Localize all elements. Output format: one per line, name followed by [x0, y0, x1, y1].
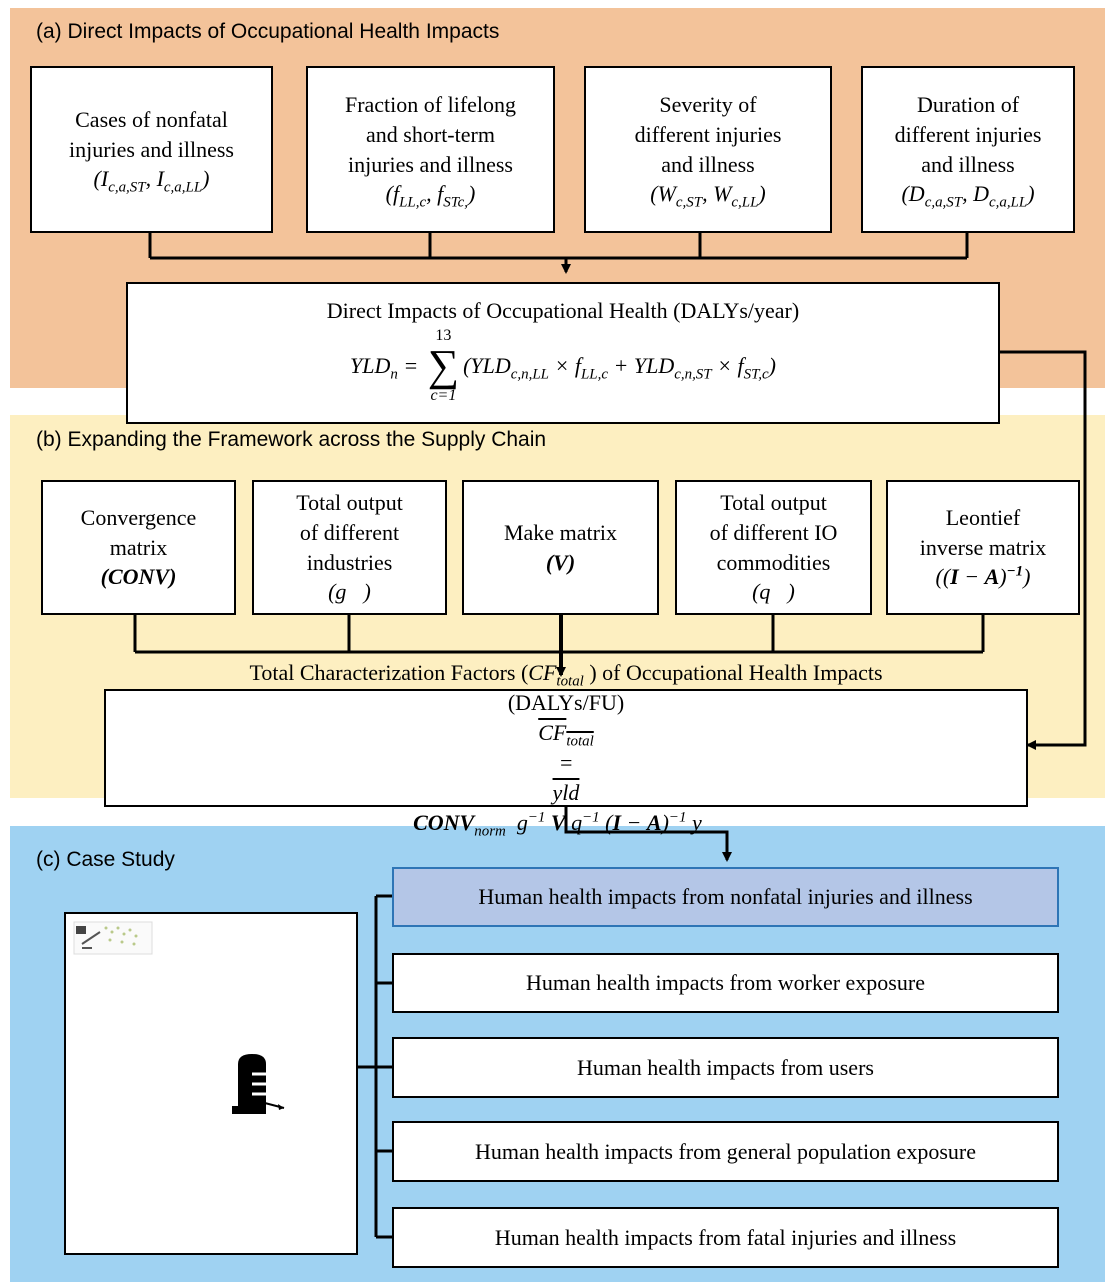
input-total-output-commodities: Total output of different IO commodities…	[675, 480, 872, 615]
total-cf-title: Total Characterization Factors (CFtotal …	[249, 660, 883, 690]
input-label: Severity of	[659, 91, 757, 117]
input-label: injuries and illness	[69, 136, 234, 162]
input-leontief-inverse: Leontief inverse matrix ((I − A)−1)	[886, 480, 1080, 615]
input-total-output-industries: Total output of different industries (g⃗…	[252, 480, 447, 615]
input-label: Leontief	[945, 504, 1021, 530]
input-label: Total output	[296, 489, 403, 515]
total-cf-formula: CFtotal = yld CONVnorm g−1 V q−1 (I − A)…	[413, 720, 719, 840]
input-label: injuries and illness	[348, 151, 513, 177]
input-duration: Duration of different injuries and illne…	[861, 66, 1075, 233]
input-symbol: (V)	[545, 549, 576, 575]
input-label: different injuries	[894, 121, 1042, 147]
input-label: and illness	[661, 151, 755, 177]
input-label: Total output	[720, 489, 827, 515]
direct-impacts-formula: YLDn = 13 ∑ c=1 (YLDc,n,LL × fLL,c + YLD…	[350, 326, 776, 404]
input-label: Duration of	[916, 91, 1020, 117]
total-cf-unit: (DALYs/FU)	[507, 690, 625, 716]
input-convergence-matrix: Convergence matrix (CONV)	[41, 480, 236, 615]
input-label: Fraction of lifelong	[344, 91, 517, 117]
input-label: matrix	[109, 534, 168, 560]
output-worker-exposure: Human health impacts from worker exposur…	[392, 953, 1059, 1013]
case-study-image	[64, 912, 358, 1255]
total-cf-box: Total Characterization Factors (CFtotal …	[104, 660, 1028, 839]
direct-impacts-box: Direct Impacts of Occupational Health (D…	[126, 282, 1000, 424]
sum-lower-limit: c=1	[430, 386, 457, 404]
input-label: Cases of nonfatal	[75, 106, 228, 132]
output-nonfatal-injuries: Human health impacts from nonfatal injur…	[392, 867, 1059, 927]
input-symbol: (Ic,a,ST, Ic,a,LL)	[93, 166, 210, 196]
output-general-population: Human health impacts from general popula…	[392, 1121, 1059, 1182]
sum-upper-limit: 13	[435, 326, 452, 344]
input-label: of different IO	[709, 519, 838, 545]
input-fraction-lifelong: Fraction of lifelong and short-term inju…	[306, 66, 555, 233]
input-label: commodities	[716, 549, 831, 575]
section-a-title: (a) Direct Impacts of Occupational Healt…	[36, 20, 500, 43]
section-c-title: (c) Case Study	[36, 848, 175, 871]
input-symbol: (g⃗)	[328, 579, 371, 605]
input-label: Convergence	[80, 504, 197, 530]
input-symbol: (q⃗)	[752, 579, 795, 605]
input-symbol: (fLL,c, fSTc,)	[385, 181, 476, 211]
section-b-title: (b) Expanding the Framework across the S…	[36, 428, 547, 451]
input-severity: Severity of different injuries and illne…	[584, 66, 832, 233]
input-label: of different	[299, 519, 400, 545]
input-label: industries	[306, 549, 393, 575]
input-cases-nonfatal: Cases of nonfatal injuries and illness (…	[30, 66, 273, 233]
sum-sign-icon: ∑	[427, 340, 460, 390]
input-make-matrix: Make matrix (V)	[462, 480, 659, 615]
input-label: Make matrix	[503, 519, 618, 545]
input-label: different injuries	[634, 121, 782, 147]
output-users: Human health impacts from users	[392, 1037, 1059, 1098]
case-study-illustration	[73, 921, 285, 1114]
input-symbol: (Dc,a,ST, Dc,a,LL)	[901, 181, 1035, 211]
input-symbol: (Wc,ST, Wc,LL)	[650, 181, 766, 211]
input-symbol: ((I − A)−1)	[935, 564, 1031, 590]
output-fatal-injuries: Human health impacts from fatal injuries…	[392, 1207, 1059, 1268]
input-label: and illness	[921, 151, 1015, 177]
input-symbol: (CONV)	[100, 564, 177, 590]
input-label: inverse matrix	[919, 534, 1047, 560]
input-label: and short-term	[366, 121, 495, 147]
direct-impacts-title: Direct Impacts of Occupational Health (D…	[326, 298, 800, 323]
